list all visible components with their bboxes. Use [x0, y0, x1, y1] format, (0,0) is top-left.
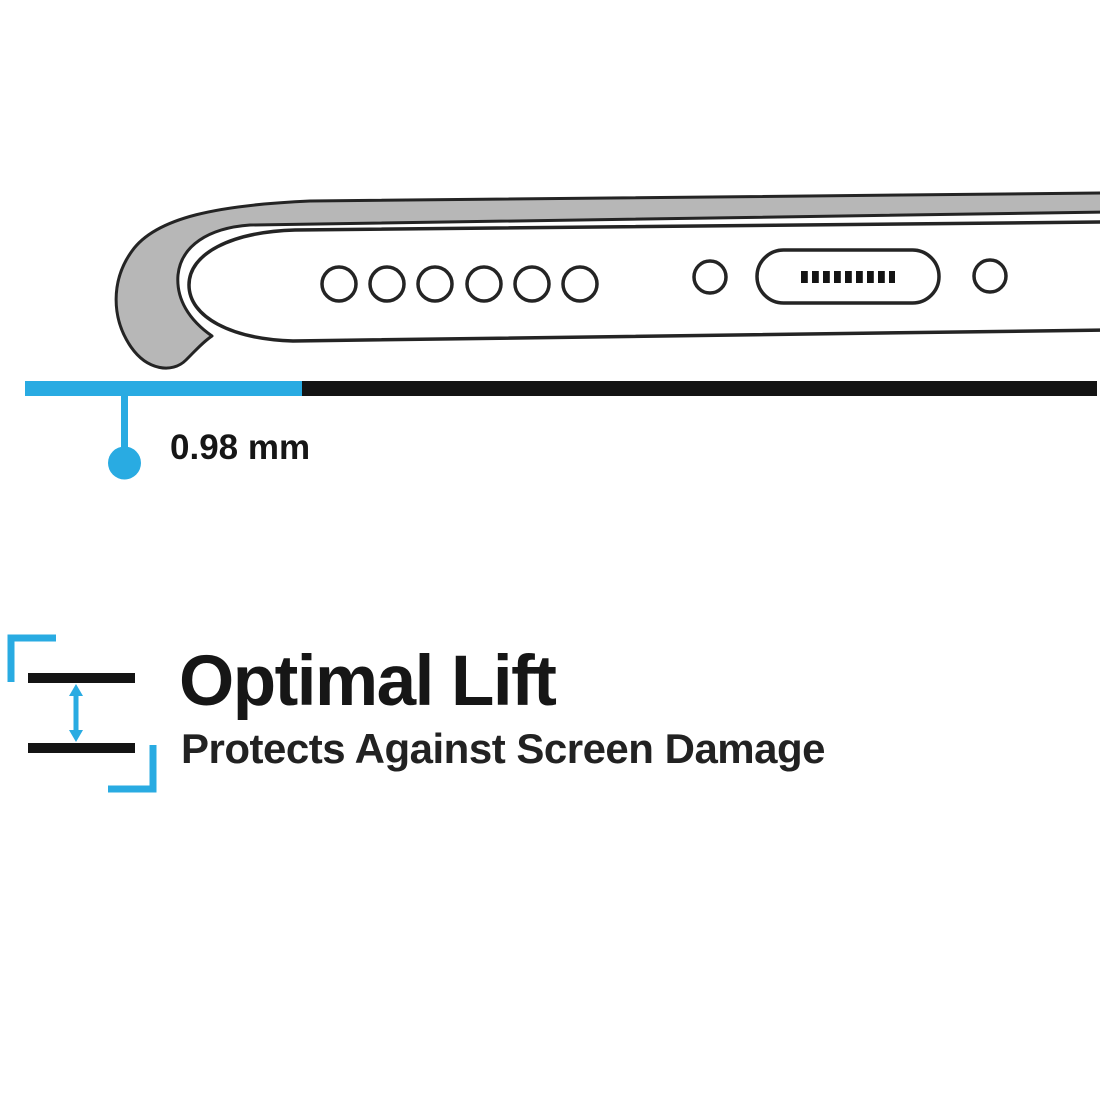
thickness-bar-dark	[302, 381, 1097, 396]
thickness-bar-accent	[25, 381, 302, 396]
phone-case-illustration	[25, 191, 1100, 480]
bracket-bottom-right-icon	[108, 745, 157, 793]
lower-plate-icon	[28, 743, 135, 753]
feature-subtitle: Protects Against Screen Damage	[181, 725, 826, 772]
speaker-hole	[513, 265, 551, 303]
measure-pointer-dot	[108, 446, 141, 480]
lift-icon	[7, 634, 157, 793]
speaker-hole	[416, 265, 454, 303]
charging-port	[755, 248, 941, 305]
lift-arrow-down-icon	[69, 730, 83, 742]
case-lip	[114, 191, 1100, 370]
measure-pointer-line	[121, 396, 128, 450]
feature-title: Optimal Lift	[179, 642, 557, 721]
speaker-hole	[320, 265, 358, 303]
bracket-top-left-icon	[7, 634, 56, 682]
speaker-hole	[561, 265, 599, 303]
speaker-holes	[320, 265, 599, 303]
speaker-hole	[465, 265, 503, 303]
speaker-hole	[368, 265, 406, 303]
upper-plate-icon	[28, 673, 135, 683]
lift-arrow-up-icon	[69, 684, 83, 696]
phone-body	[187, 220, 1100, 343]
screw-hole	[972, 258, 1008, 294]
measurement-label: 0.98 mm	[170, 428, 311, 467]
microphone-hole	[692, 259, 728, 295]
